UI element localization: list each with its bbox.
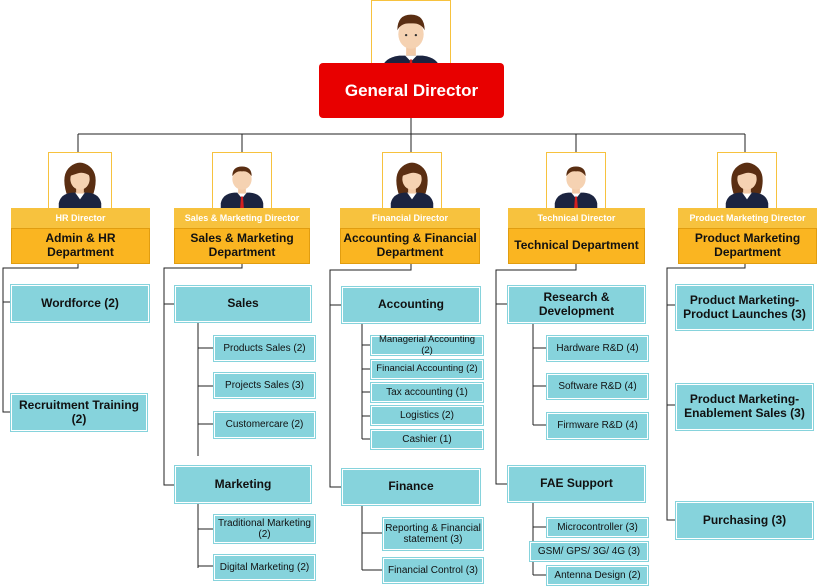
financial-control-box: Financial Control (3) xyxy=(383,558,483,583)
financial-director-avatar xyxy=(382,152,442,210)
hr-director-label: HR Director xyxy=(11,208,150,228)
projects-sales-box: Projects Sales (3) xyxy=(214,373,315,398)
product-marketing-director-label: Product Marketing Director xyxy=(678,208,817,228)
recruitment-training-box: Recruitment Training (2) xyxy=(11,394,147,431)
hr-director-avatar xyxy=(48,152,112,210)
finance-box: Finance xyxy=(342,469,480,505)
fae-support-box: FAE Support xyxy=(508,466,645,502)
digital-marketing-box: Digital Marketing (2) xyxy=(214,555,315,580)
general-director-box: General Director xyxy=(319,63,504,118)
enablement-sales-box: Product Marketing-Enablement Sales (3) xyxy=(676,384,813,430)
wordforce-box: Wordforce (2) xyxy=(11,285,149,322)
technical-director-label: Technical Director xyxy=(508,208,645,228)
traditional-marketing-box: Traditional Marketing (2) xyxy=(214,515,315,543)
reporting-financial-statement-box: Reporting & Financial statement (3) xyxy=(383,518,483,550)
products-sales-box: Products Sales (2) xyxy=(214,336,315,361)
logistics-box: Logistics (2) xyxy=(371,406,483,425)
customercare-box: Customercare (2) xyxy=(214,412,315,438)
managerial-accounting-box: Managerial Accounting (2) xyxy=(371,334,483,355)
product-launches-box: Product Marketing-Product Launches (3) xyxy=(676,285,813,330)
person-icon xyxy=(554,166,598,209)
admin-hr-department: Admin & HR Department xyxy=(11,228,150,264)
hardware-rnd-box: Hardware R&D (4) xyxy=(547,336,648,361)
purchasing-box: Purchasing (3) xyxy=(676,502,813,539)
sales-marketing-director-label: Sales & Marketing Director xyxy=(174,208,310,228)
sales-marketing-department: Sales & Marketing Department xyxy=(174,228,310,264)
accounting-box: Accounting xyxy=(342,287,480,323)
accounting-financial-department: Accounting & Financial Department xyxy=(340,228,480,264)
person-icon xyxy=(58,162,102,209)
financial-accounting-box: Financial Accounting (2) xyxy=(371,360,483,379)
firmware-rnd-box: Firmware R&D (4) xyxy=(547,413,648,439)
person-icon xyxy=(725,162,769,209)
sales-director-avatar xyxy=(212,152,272,210)
software-rnd-box: Software R&D (4) xyxy=(547,374,648,399)
research-development-box: Research & Development xyxy=(508,286,645,323)
technical-department: Technical Department xyxy=(508,228,645,264)
cashier-box: Cashier (1) xyxy=(371,430,483,449)
sales-box: Sales xyxy=(175,286,311,322)
person-icon xyxy=(220,166,264,209)
gsm-gps-box: GSM/ GPS/ 3G/ 4G (3) xyxy=(530,542,648,561)
tax-accounting-box: Tax accounting (1) xyxy=(371,383,483,402)
person-icon xyxy=(390,162,434,209)
marketing-box: Marketing xyxy=(175,466,311,503)
product-marketing-department: Product Marketing Department xyxy=(678,228,817,264)
microcontroller-box: Microcontroller (3) xyxy=(547,518,648,537)
technical-director-avatar xyxy=(546,152,606,210)
product-marketing-director-avatar xyxy=(717,152,777,210)
antenna-design-box: Antenna Design (2) xyxy=(547,566,648,585)
financial-director-label: Financial Director xyxy=(340,208,480,228)
